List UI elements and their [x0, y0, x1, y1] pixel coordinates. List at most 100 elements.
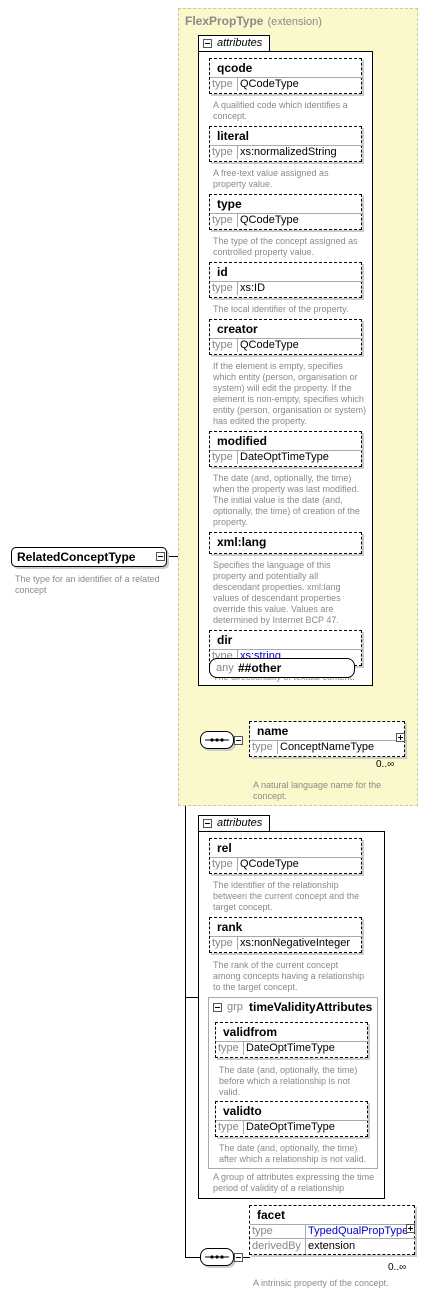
- attribute-rank[interactable]: rank type xs:nonNegativeInteger: [209, 917, 363, 953]
- attribute-literal[interactable]: literal type xs:normalizedString: [209, 126, 363, 162]
- sequence-icon: [205, 738, 229, 742]
- type-label: type: [210, 338, 238, 352]
- attribute-type: xs:nonNegativeInteger: [238, 936, 363, 950]
- extension-type-name: FlexPropType: [185, 14, 264, 28]
- attribute-rel[interactable]: rel type QCodeType: [209, 838, 363, 874]
- attribute-description: A free-text value assigned as property v…: [213, 168, 329, 189]
- sequence-compositor[interactable]: [200, 1248, 234, 1266]
- attribute-description: The rank of the current concept among co…: [213, 960, 365, 992]
- any-prefix: any: [216, 662, 234, 674]
- element-name[interactable]: name type ConceptNameType: [249, 721, 406, 757]
- attribute-description: The type of the concept assigned as cont…: [213, 236, 358, 257]
- attribute-type: QCodeType: [238, 857, 363, 871]
- root-element[interactable]: RelatedConceptType: [11, 547, 167, 567]
- attributes-label: attributes: [217, 37, 263, 49]
- element-name-label: name: [257, 724, 289, 738]
- collapse-icon[interactable]: [203, 819, 212, 828]
- derived-value: extension: [306, 1238, 416, 1254]
- collapse-icon[interactable]: [156, 552, 165, 561]
- attribute-name: qcode: [217, 61, 253, 75]
- element-facet[interactable]: facet type TypedQualPropType derivedBy e…: [249, 1205, 416, 1255]
- type-label: type: [210, 77, 238, 91]
- attribute-type: QCodeType: [238, 338, 363, 352]
- attribute-type: xs:normalizedString: [238, 145, 363, 159]
- element-type: TypedQualPropType: [306, 1224, 416, 1238]
- attribute-name: type: [217, 197, 242, 211]
- attribute-description: Specifies the language of this property …: [213, 560, 341, 625]
- group-description: A group of attributes expressing the tim…: [213, 1172, 375, 1193]
- attribute-type: QCodeType: [238, 213, 363, 227]
- expand-icon[interactable]: [396, 733, 405, 742]
- connector-line: [185, 373, 186, 1257]
- attribute-validfrom[interactable]: validfrom type DateOptTimeType: [215, 1022, 369, 1058]
- element-type: ConceptNameType: [278, 740, 406, 754]
- attribute-validto[interactable]: validto type DateOptTimeType: [215, 1101, 369, 1137]
- attribute-type: DateOptTimeType: [238, 450, 363, 464]
- type-label: type: [210, 936, 238, 950]
- attribute-name: creator: [217, 322, 258, 336]
- attribute-name: dir: [217, 633, 233, 647]
- element-description: A intrinsic property of the concept.: [253, 1278, 389, 1288]
- attribute-name: modified: [217, 434, 267, 448]
- collapse-icon[interactable]: [213, 1003, 222, 1012]
- attribute-name: id: [217, 265, 228, 279]
- type-label: type: [250, 740, 278, 754]
- sequence-compositor[interactable]: [200, 731, 234, 749]
- attribute-type: QCodeType: [238, 77, 363, 91]
- attribute-description: The date (and, optionally, the time) bef…: [219, 1065, 358, 1097]
- attribute-description: The local identifier of the property.: [213, 304, 349, 314]
- type-label: type: [210, 213, 238, 227]
- attribute-qcode[interactable]: qcode type QCodeType: [209, 58, 363, 94]
- attributes-tab[interactable]: attributes: [198, 815, 270, 831]
- attribute-description: The date (and, optionally, the time) aft…: [219, 1143, 367, 1164]
- attribute-creator[interactable]: creator type QCodeType: [209, 319, 363, 355]
- collapse-icon[interactable]: [234, 1253, 243, 1262]
- attribute-xml-lang[interactable]: xml:lang: [209, 532, 362, 554]
- attribute-modified[interactable]: modified type DateOptTimeType: [209, 431, 363, 467]
- occurrence: 0..∞: [376, 759, 395, 770]
- sequence-icon: [205, 1255, 229, 1259]
- extension-title: FlexPropType(extension): [185, 14, 322, 28]
- type-label: type: [210, 281, 238, 295]
- attributes-label: attributes: [217, 817, 263, 829]
- attribute-name: validfrom: [223, 1025, 278, 1039]
- attribute-type[interactable]: type type QCodeType: [209, 194, 363, 230]
- type-label: type: [210, 450, 238, 464]
- type-label: type: [210, 857, 238, 871]
- type-label: type: [216, 1041, 244, 1055]
- element-description: A natural language name for the concept.: [253, 780, 382, 801]
- attribute-type: DateOptTimeType: [244, 1120, 369, 1134]
- root-description: The type for an identifier of a related …: [15, 574, 160, 595]
- attribute-description: A qualified code which identifies a conc…: [213, 100, 348, 121]
- attribute-id[interactable]: id type xs:ID: [209, 262, 363, 298]
- attribute-name: rel: [217, 841, 232, 855]
- connector-line: [185, 997, 198, 998]
- expand-icon[interactable]: [406, 1224, 415, 1233]
- attribute-name: xml:lang: [217, 535, 267, 549]
- collapse-icon[interactable]: [203, 39, 212, 48]
- attribute-description: The identifier of the relationship betwe…: [213, 880, 360, 912]
- occurrence: 0..∞: [388, 1262, 407, 1273]
- attribute-description: The date (and, optionally, the time) whe…: [213, 473, 360, 527]
- element-name-label: facet: [257, 1208, 286, 1222]
- group-prefix: grp: [227, 1001, 243, 1013]
- connector-line: [167, 556, 185, 557]
- attribute-description: If the element is empty, specifies which…: [213, 361, 367, 426]
- extension-kind: (extension): [267, 16, 322, 28]
- type-label: type: [216, 1120, 244, 1134]
- derived-label: derivedBy: [250, 1238, 306, 1254]
- connector-line: [185, 1257, 200, 1258]
- type-label: type: [210, 145, 238, 159]
- any-other-wildcard[interactable]: any ##other: [209, 658, 355, 678]
- collapse-icon[interactable]: [234, 736, 243, 745]
- attributes-tab[interactable]: attributes: [198, 35, 270, 51]
- type-label: type: [250, 1224, 306, 1238]
- attribute-type: DateOptTimeType: [244, 1041, 369, 1055]
- root-element-name: RelatedConceptType: [17, 550, 136, 564]
- attribute-name: validto: [223, 1104, 262, 1118]
- any-label: ##other: [238, 661, 282, 675]
- attribute-type: xs:ID: [238, 281, 363, 295]
- attribute-name: literal: [217, 129, 250, 143]
- attribute-name: rank: [217, 920, 243, 934]
